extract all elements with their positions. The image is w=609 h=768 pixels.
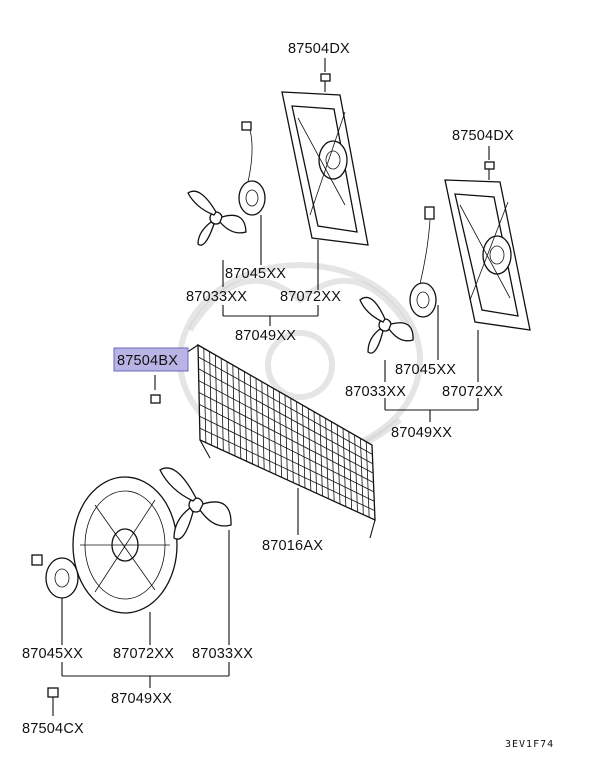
lower-bolt <box>47 687 59 716</box>
condenser-tube <box>198 380 374 474</box>
label-87033xx-lower[interactable]: 87033XX <box>192 646 253 662</box>
label-87072xx-right[interactable]: 87072XX <box>442 384 503 400</box>
right-motor <box>409 206 437 318</box>
label-87504bx-highlighted[interactable]: 87504BX <box>117 353 178 369</box>
label-87504dx-top[interactable]: 87504DX <box>288 41 350 57</box>
label-87049xx-lower[interactable]: 87049XX <box>111 691 172 707</box>
highlight-box <box>113 347 189 372</box>
condenser-tube <box>199 415 375 502</box>
label-87045xx-lower[interactable]: 87045XX <box>22 646 83 662</box>
condenser <box>185 343 376 539</box>
upper-left-leaders <box>222 58 326 326</box>
right-leaders <box>384 146 490 422</box>
condenser-tube <box>199 427 375 511</box>
label-87049xx-right[interactable]: 87049XX <box>391 425 452 441</box>
right-bolt <box>484 161 495 180</box>
lower-blade <box>159 467 232 540</box>
right-blade <box>359 296 414 354</box>
label-87033xx-right[interactable]: 87033XX <box>345 384 406 400</box>
upper-left-motor <box>238 121 266 216</box>
upper-left-shroud <box>281 91 369 246</box>
highlighted-bolt <box>150 375 161 404</box>
label-87033xx-upper[interactable]: 87033XX <box>186 289 247 305</box>
label-87049xx-upper[interactable]: 87049XX <box>235 328 296 344</box>
lower-shroud <box>72 476 178 614</box>
diagram-code: 3EV1F74 <box>505 739 554 750</box>
upper-left-blade <box>187 190 247 246</box>
label-87504dx-right[interactable]: 87504DX <box>452 128 514 144</box>
label-87045xx-right[interactable]: 87045XX <box>395 362 456 378</box>
condenser-tube <box>199 404 375 493</box>
lower-leaders <box>61 530 230 688</box>
upper-left-bolt <box>320 73 331 92</box>
label-87072xx-upper[interactable]: 87072XX <box>280 289 341 305</box>
condenser-tube <box>198 392 374 483</box>
condenser-tube <box>198 356 373 455</box>
label-87072xx-lower[interactable]: 87072XX <box>113 646 174 662</box>
lower-motor <box>31 554 79 599</box>
label-87045xx-upper[interactable]: 87045XX <box>225 266 286 282</box>
condenser-tube <box>198 368 373 465</box>
label-87504cx[interactable]: 87504CX <box>22 721 84 737</box>
right-shroud <box>444 179 531 331</box>
label-87016ax[interactable]: 87016AX <box>262 538 323 554</box>
